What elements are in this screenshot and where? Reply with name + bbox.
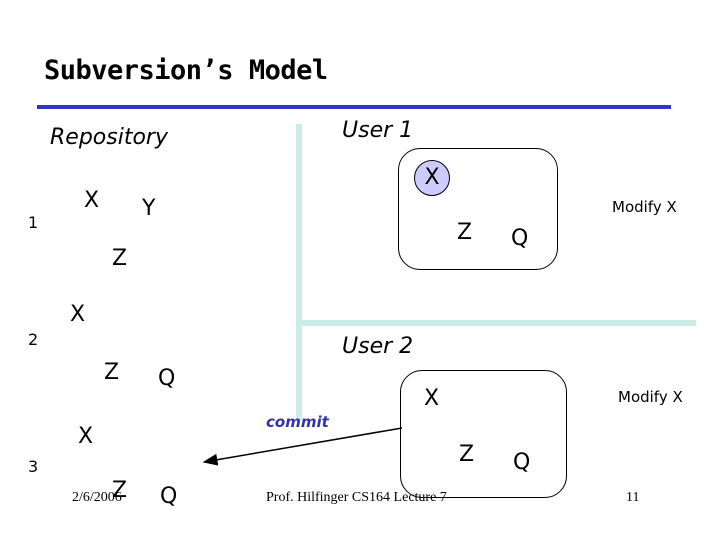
revision-1-number: 1: [28, 213, 39, 232]
user2-file-x: X: [424, 386, 440, 411]
commit-label: commit: [266, 413, 329, 431]
revision-2-number: 2: [28, 330, 39, 349]
rev1-file-x: X: [84, 188, 100, 213]
rev2-file-q: Q: [158, 366, 176, 391]
footer-source: Prof. Hilfinger CS164 Lecture 7: [266, 490, 447, 505]
revision-3-number: 3: [28, 457, 39, 476]
rev3-file-z: Z: [112, 478, 128, 503]
footer-page-number: 11: [626, 490, 640, 505]
user1-file-q: Q: [511, 226, 529, 251]
rev3-file-q: Q: [160, 484, 178, 509]
title-underline: [37, 105, 671, 109]
slide-title: Subversion’s Model: [44, 55, 328, 86]
user1-file-z: Z: [457, 220, 473, 245]
rev2-file-x: X: [70, 302, 86, 327]
repository-label: Repository: [50, 125, 168, 150]
rev1-file-z: Z: [112, 246, 128, 271]
user1-file-x-modified: X: [414, 160, 450, 196]
user1-label: User 1: [342, 118, 414, 143]
rev3-file-x: X: [78, 424, 94, 449]
user2-file-q: Q: [513, 450, 531, 475]
horizontal-divider: [298, 320, 696, 326]
rev1-file-y: Y: [142, 196, 156, 221]
user2-action: Modify X: [618, 388, 683, 406]
rev2-file-z: Z: [104, 360, 120, 385]
user2-working-copy: [400, 370, 567, 498]
vertical-divider: [296, 124, 302, 420]
user2-label: User 2: [342, 334, 414, 359]
user2-file-z: Z: [459, 442, 475, 467]
user1-action: Modify X: [612, 198, 677, 216]
footer-date: 2/6/2006: [72, 490, 122, 505]
